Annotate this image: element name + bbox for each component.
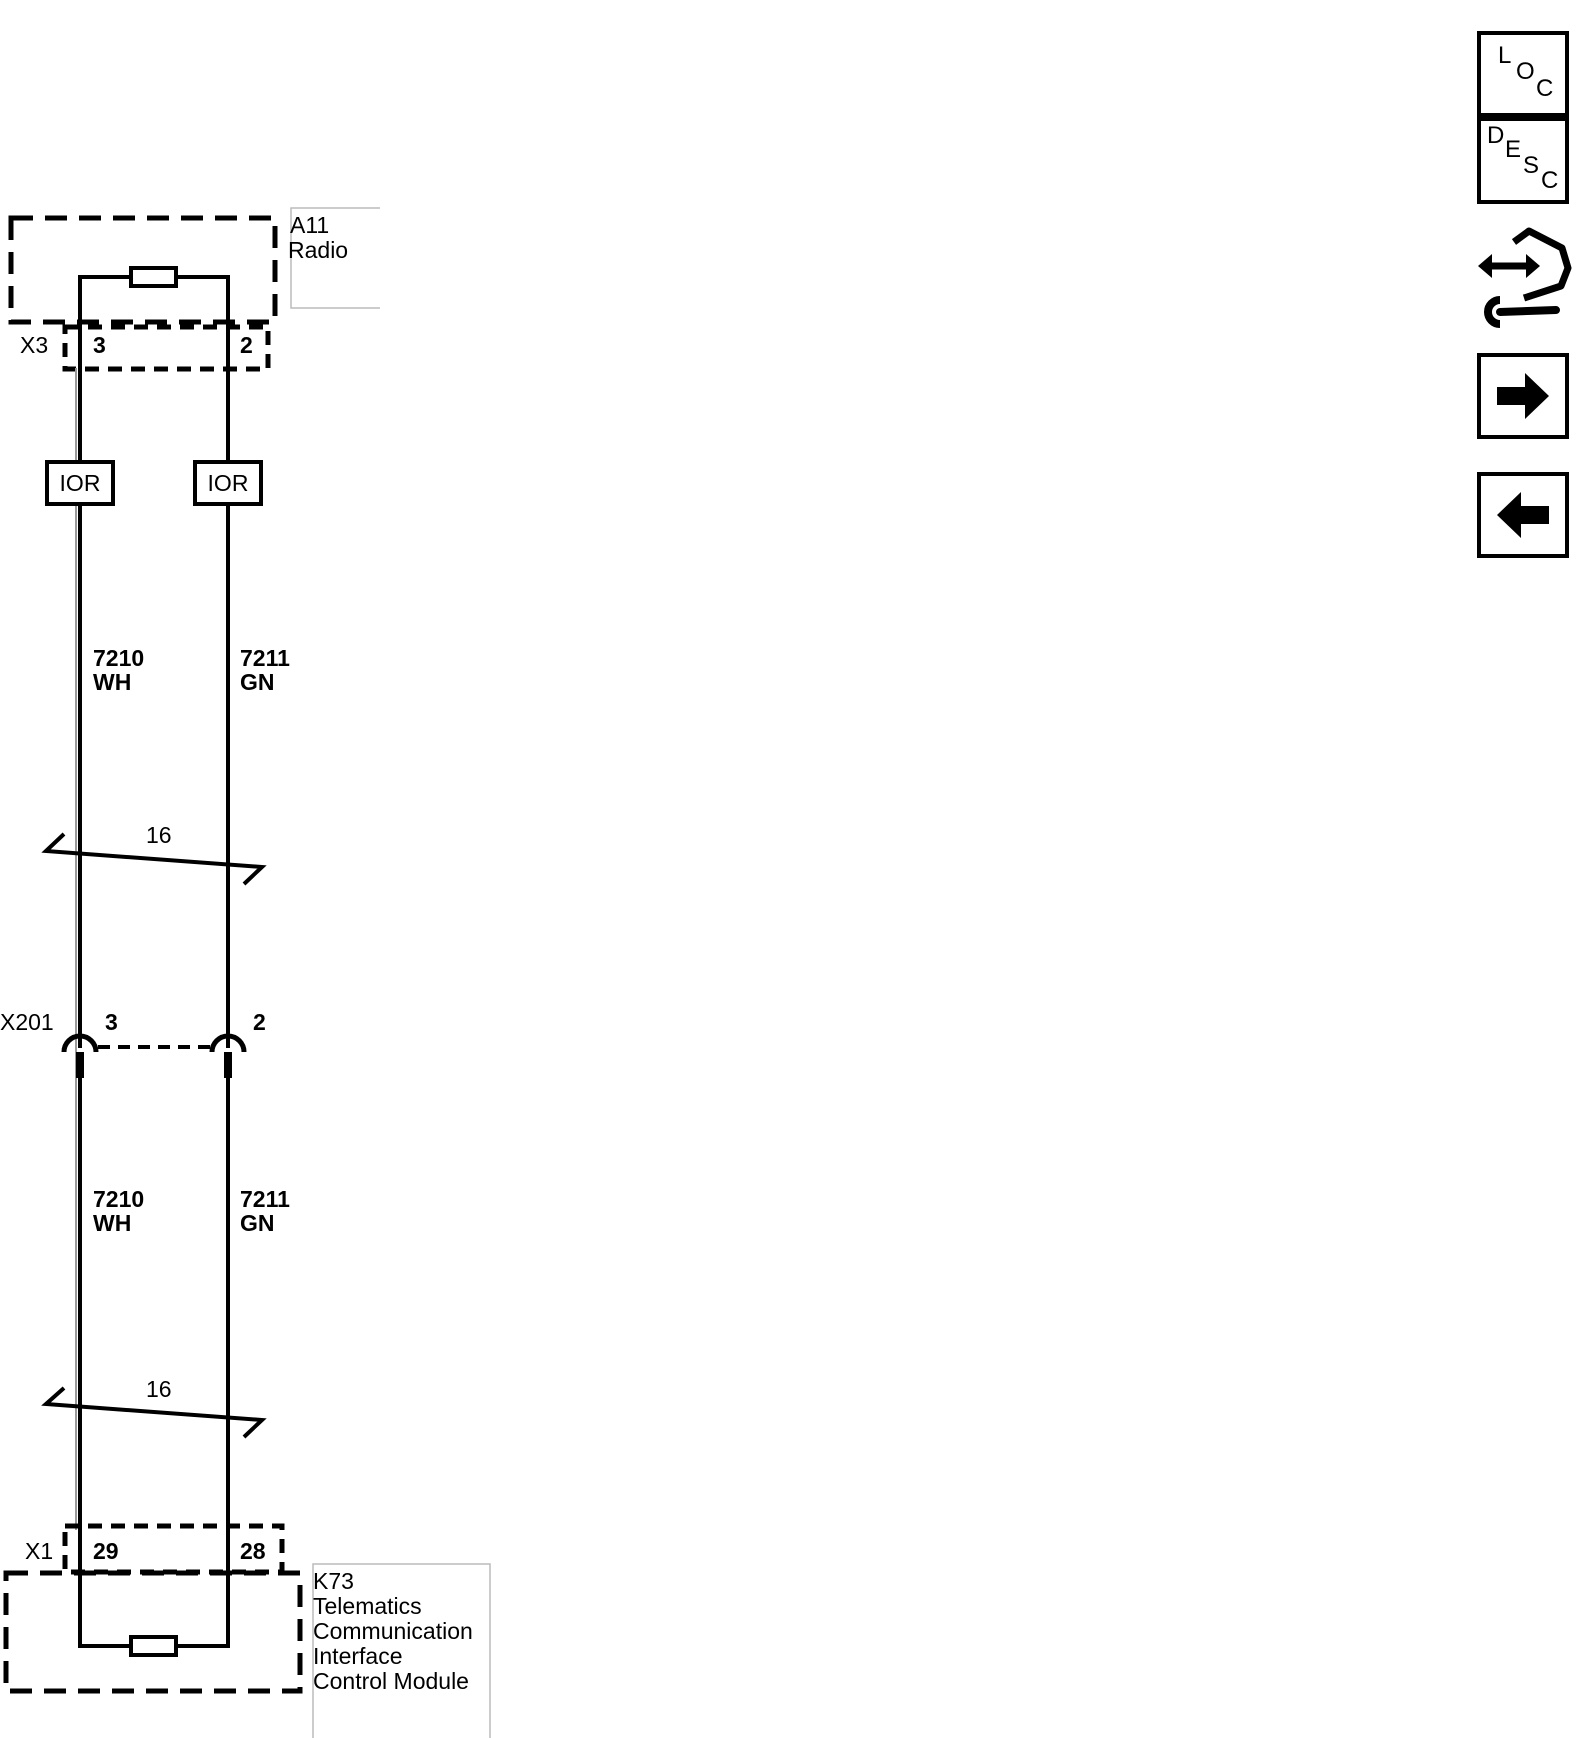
loc-letter-c: C [1536, 75, 1554, 102]
x3-pin-right: 2 [240, 332, 253, 358]
telematics-internal-resistor [129, 1635, 178, 1657]
upper-right-color: GN [240, 669, 275, 695]
desc-letter-d: D [1487, 122, 1505, 149]
desc-letter-s: S [1523, 152, 1540, 179]
ior-box-left [45, 460, 115, 506]
arrow-left-icon [1497, 492, 1549, 538]
radio-name: Radio [288, 237, 348, 263]
x201-pin-right: 2 [253, 1009, 266, 1035]
next-button[interactable] [1477, 353, 1569, 439]
lower-left-circuit: 7210 [93, 1186, 144, 1212]
radio-component-outline [8, 215, 278, 325]
loc-button[interactable]: L O C [1477, 31, 1569, 117]
x1-pin-left: 29 [93, 1538, 119, 1564]
upper-left-circuit: 7210 [93, 645, 144, 671]
radio-internal-resistor [129, 266, 178, 288]
ior-label-right: IOR [208, 470, 249, 496]
connector-service-button[interactable] [1474, 226, 1574, 332]
x1-connector-ref: X1 [25, 1538, 53, 1564]
desc-letter-c: C [1541, 167, 1559, 194]
telematics-name-line-3: Interface [313, 1643, 403, 1669]
telematics-name-line-1: Telematics [313, 1593, 422, 1619]
radio-ref: A11 [290, 212, 329, 238]
x201-pin-right-body [224, 1052, 232, 1078]
twist-mark-upper [41, 832, 267, 886]
lower-left-color: WH [93, 1210, 131, 1236]
telematics-component-outline [3, 1570, 303, 1694]
x3-connector-outline [62, 324, 271, 372]
x201-pin-left-body [76, 1052, 84, 1078]
desc-letter-e: E [1505, 136, 1522, 163]
x1-connector-outline [62, 1523, 285, 1575]
connector-service-icon [1478, 227, 1572, 328]
twist-label-upper: 16 [146, 822, 172, 848]
loc-letter-o: O [1516, 58, 1535, 85]
telematics-name-line-2: Communication [313, 1618, 473, 1644]
upper-left-color: WH [93, 669, 131, 695]
telematics-ref: K73 [313, 1568, 354, 1594]
x3-pin-left: 3 [93, 332, 106, 358]
arrow-right-icon [1497, 373, 1549, 419]
x1-pin-right: 28 [240, 1538, 266, 1564]
ior-label-left: IOR [60, 470, 101, 496]
twist-label-lower: 16 [146, 1376, 172, 1402]
x201-connector-ref: X201 [0, 1009, 54, 1035]
telematics-label-frame [312, 1563, 491, 1738]
previous-button[interactable] [1477, 472, 1569, 558]
x201-pin-left: 3 [105, 1009, 118, 1035]
x3-connector-ref: X3 [20, 332, 48, 358]
telematics-name-line-4: Control Module [313, 1668, 469, 1694]
desc-button[interactable]: D E S C [1477, 117, 1569, 204]
lower-right-color: GN [240, 1210, 275, 1236]
x201-terminal-left [61, 1033, 99, 1053]
loc-letter-l: L [1498, 42, 1512, 69]
twist-mark-lower [41, 1386, 267, 1439]
upper-right-circuit: 7211 [240, 645, 290, 671]
lower-right-circuit: 7211 [240, 1186, 290, 1212]
x201-terminal-right [209, 1033, 247, 1053]
radio-label-frame [290, 207, 380, 309]
ior-box-right [193, 460, 263, 506]
